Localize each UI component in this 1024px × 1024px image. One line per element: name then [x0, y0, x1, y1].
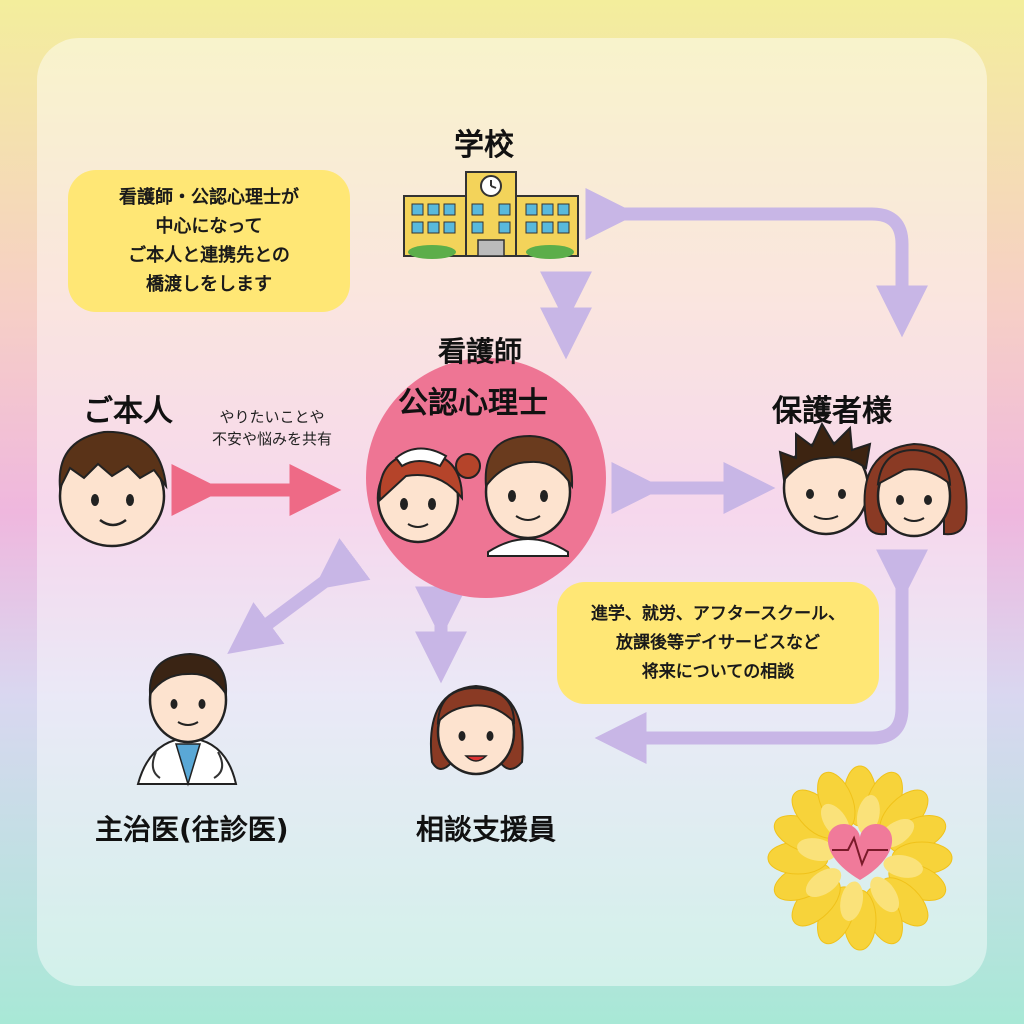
arrow-guardians-counselor [594, 549, 928, 764]
bridge-note: 看護師・公認心理士が 中心になって ご本人と連携先との 橋渡しをします [68, 170, 350, 312]
staff-label-line2: 公認心理士 [398, 386, 548, 421]
share-caption-line: やりたいことや [219, 408, 325, 426]
bridge-note-line: 中心になって [155, 216, 263, 237]
share-caption: やりたいことや 不安や悩みを共有 [184, 406, 360, 450]
doctor-label: 主治医(往診医) [95, 813, 289, 846]
staff-label-line1: 看護師 [438, 335, 523, 368]
arrow-school-guardians [585, 188, 928, 338]
future-note: 進学、就労、アフタースクール、 放課後等デイサービスなど 将来についての相談 [557, 582, 879, 704]
arrow-staff-doctor [227, 538, 371, 654]
share-caption-line: 不安や悩みを共有 [211, 430, 332, 448]
counselor-label: 相談支援員 [416, 813, 557, 846]
future-note-line: 放課後等デイサービスなど [616, 632, 820, 653]
bridge-note-line: 看護師・公認心理士が [119, 187, 299, 208]
future-note-line: 将来についての相談 [641, 661, 795, 682]
school-label: 学校 [454, 128, 514, 163]
bridge-note-line: ご本人と連携先との [128, 245, 290, 266]
heart-icon [827, 824, 893, 880]
future-note-line: 進学、就労、アフタースクール、 [590, 603, 846, 624]
bridge-note-line: 橋渡しをします [146, 274, 272, 295]
self-label: ご本人 [83, 394, 173, 429]
guardians-label: 保護者様 [772, 394, 892, 429]
